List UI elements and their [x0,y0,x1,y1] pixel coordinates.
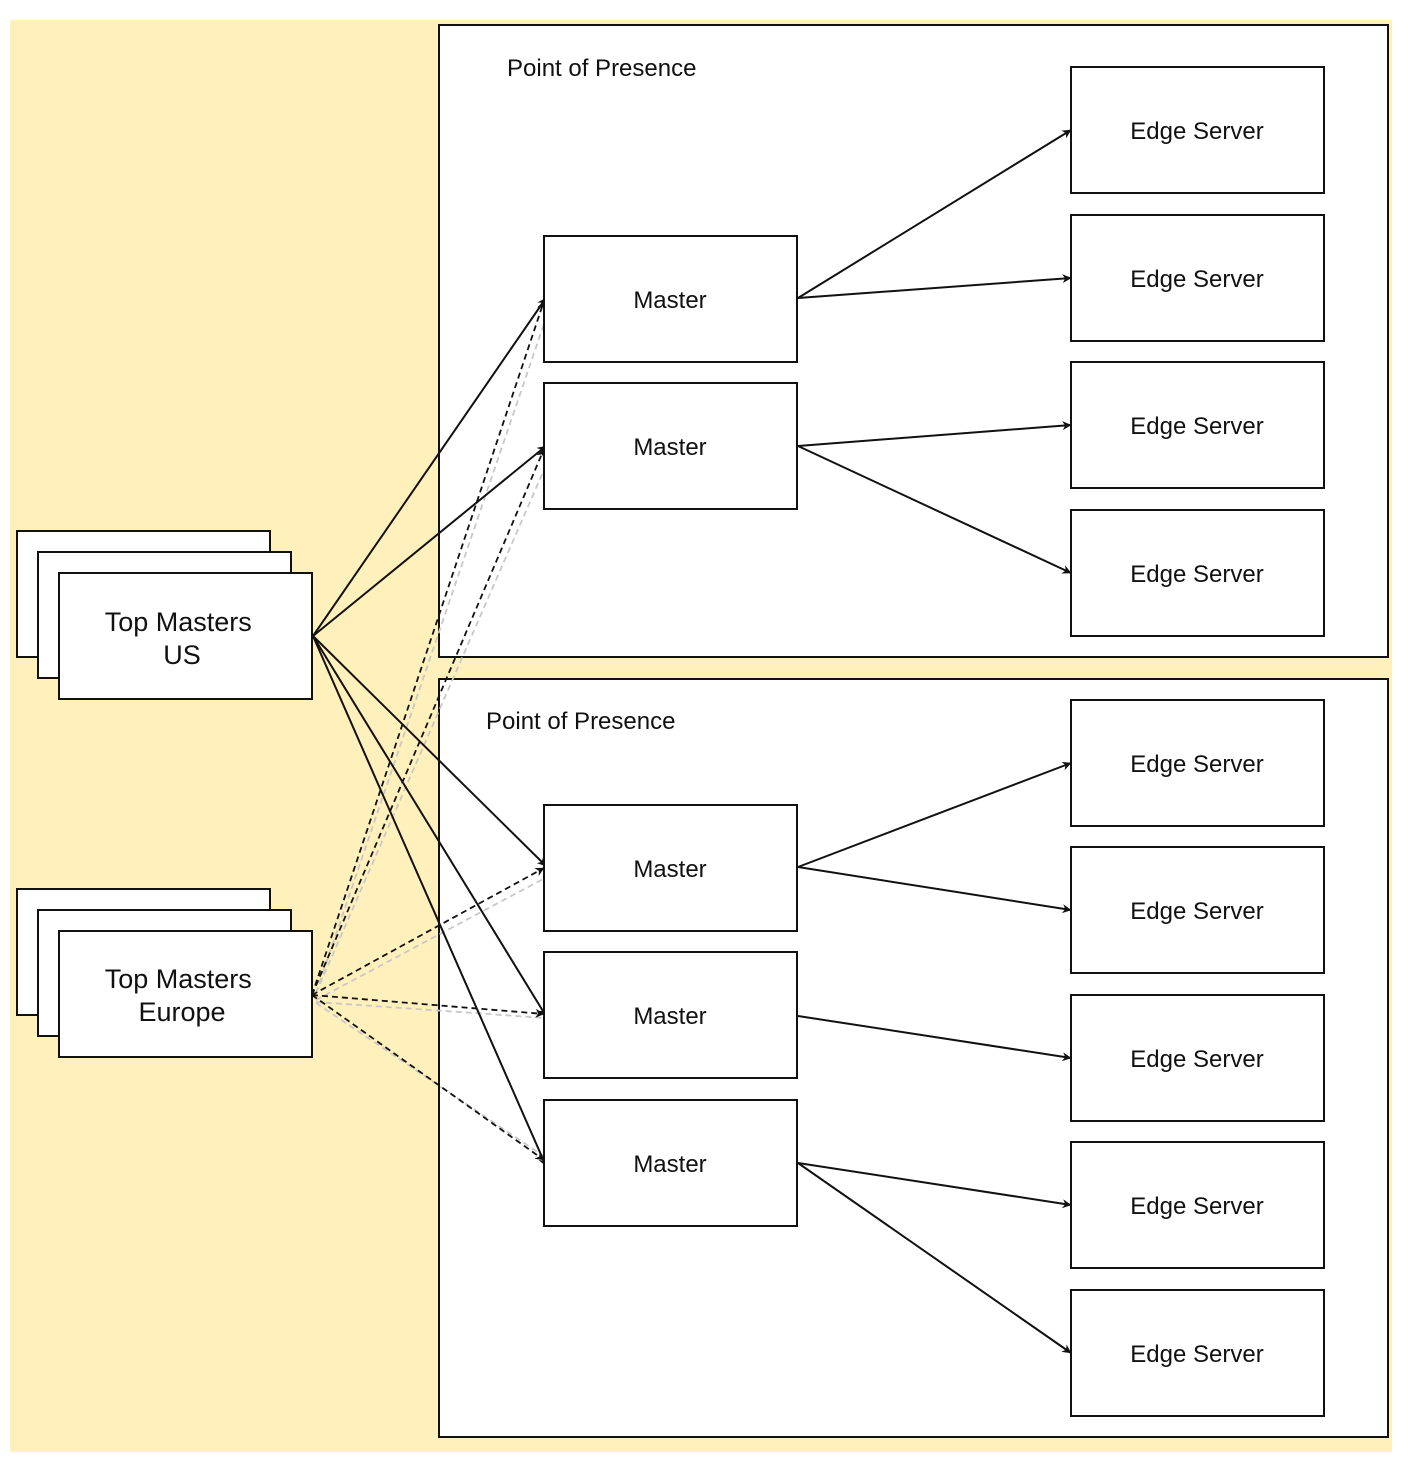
edge-server-label-6: Edge Server [1130,898,1263,925]
edge-server-node-6: Edge Server [1070,846,1325,974]
master-3-to-edge-6 [797,866,1072,914]
master-node-5: Master [543,1099,798,1227]
master-1-to-edge-1 [797,129,1072,299]
edge-server-label-9: Edge Server [1130,1341,1263,1368]
edge-server-label-2: Edge Server [1130,266,1263,293]
europe-to-master-4 [311,994,545,1018]
master-box-1[interactable] [543,235,798,363]
edge-server-box-9[interactable] [1070,1289,1325,1417]
master-label-2: Master [633,434,706,461]
europe-to-master-5 [311,994,545,1161]
edge-server-node-5: Edge Server [1070,699,1325,827]
master-label-3: Master [633,856,706,883]
master-1-to-edge-2 [797,274,1072,299]
edge-server-box-7[interactable] [1070,994,1325,1122]
top-masters-europe-line-1: Top Masters [105,964,252,994]
master-box-2[interactable] [543,382,798,510]
master-label-1: Master [633,287,706,314]
top-masters-europe-box[interactable] [58,930,313,1058]
edge-server-box-2[interactable] [1070,214,1325,342]
europe-to-master-4-shadow [315,1001,546,1019]
edge-server-node-1: Edge Server [1070,66,1325,194]
master-label-4: Master [633,1003,706,1030]
top-masters-europe-stack: Top Masters Europe [16,888,313,1058]
edge-server-label-3: Edge Server [1130,413,1263,440]
master-node-3: Master [543,804,798,932]
edge-server-label-5: Edge Server [1130,751,1263,778]
europe-to-master-2-shadow [315,462,548,994]
master-node-2: Master [543,382,798,510]
edge-server-box-8[interactable] [1070,1141,1325,1269]
us-to-master-1 [312,297,547,637]
master-5-to-edge-9 [797,1162,1072,1354]
edge-server-label-1: Edge Server [1130,118,1263,145]
europe-to-master-1 [311,300,546,996]
top-masters-us-label: Top Masters US [105,607,260,670]
master-2-to-edge-4 [797,445,1072,574]
edge-server-box-1[interactable] [1070,66,1325,194]
master-node-4: Master [543,951,798,1079]
edge-server-label-4: Edge Server [1130,561,1263,588]
master-label-5: Master [633,1151,706,1178]
pop-label-2: Point of Presence [486,708,675,735]
us-to-master-2 [312,445,547,637]
us-to-master-5 [312,635,547,1167]
edge-server-node-2: Edge Server [1070,214,1325,342]
edge-server-label-7: Edge Server [1130,1046,1263,1073]
connections-layer [311,129,1072,1354]
edge-server-node-3: Edge Server [1070,361,1325,489]
master-2-to-edge-3 [797,421,1072,447]
master-4-to-edge-7 [797,1015,1072,1062]
top-masters-europe-line-2: Europe [138,997,225,1027]
us-to-master-3 [312,635,547,867]
edge-server-box-3[interactable] [1070,361,1325,489]
master-box-5[interactable] [543,1099,798,1227]
europe-to-master-5-shadow [315,1002,546,1158]
europe-to-master-3 [311,867,545,996]
europe-to-master-3-shadow [315,877,546,1001]
pop-label-1: Point of Presence [507,55,696,82]
top-masters-europe-label: Top Masters Europe [105,964,260,1027]
europe-to-master-2 [311,448,545,996]
master-box-4[interactable] [543,951,798,1079]
edge-server-box-4[interactable] [1070,509,1325,637]
master-5-to-edge-8 [797,1162,1072,1209]
master-3-to-edge-5 [797,761,1072,868]
master-box-3[interactable] [543,804,798,932]
edge-server-node-8: Edge Server [1070,1141,1325,1269]
top-masters-us-box[interactable] [58,572,313,700]
edge-server-node-7: Edge Server [1070,994,1325,1122]
master-node-1: Master [543,235,798,363]
edge-server-node-9: Edge Server [1070,1289,1325,1417]
edge-server-label-8: Edge Server [1130,1193,1263,1220]
edge-server-box-6[interactable] [1070,846,1325,974]
edge-server-box-5[interactable] [1070,699,1325,827]
edge-server-node-4: Edge Server [1070,509,1325,637]
us-to-master-4 [312,635,547,1017]
top-masters-us-line-1: Top Masters [105,607,252,637]
top-masters-us-line-2: US [163,640,201,670]
top-masters-us-stack: Top Masters US [16,530,313,700]
